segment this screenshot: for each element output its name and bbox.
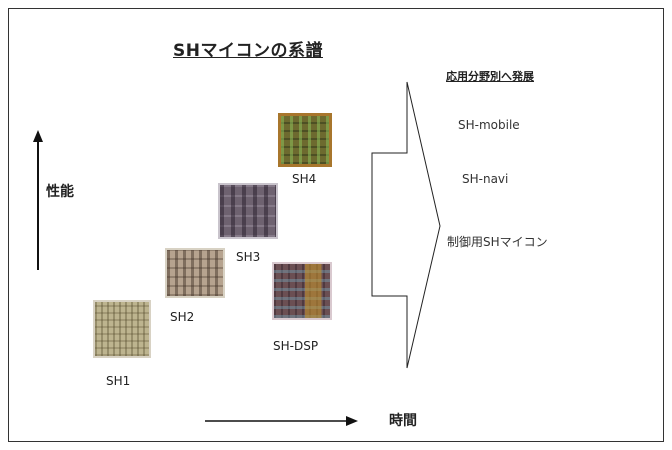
time-label: 時間 [389,413,417,429]
sh1-label: SH1 [106,374,131,388]
sh-dsp-label: SH-DSP [273,339,319,353]
sh1-chip-image [93,300,151,358]
sh2-label: SH2 [170,310,195,324]
applications-title: 応用分野別へ発展 [446,70,534,83]
time-arrow [205,416,358,426]
app-item-sh-navi: SH-navi [462,172,509,186]
sh4-chip-image [278,113,332,167]
performance-arrow [33,130,43,270]
app-item-control-mcu: 制御用SHマイコン [447,235,548,249]
sh3-chip-image [218,183,278,239]
sh4-label: SH4 [292,172,317,186]
development-arrow [371,81,441,369]
performance-label: 性能 [46,184,74,200]
sh3-label: SH3 [236,250,261,264]
diagram-frame [8,8,664,442]
sh-dsp-chip-image [272,262,332,320]
sh2-chip-image [165,248,225,298]
app-item-sh-mobile: SH-mobile [458,118,520,132]
diagram-title: SHマイコンの系譜 [173,41,323,61]
